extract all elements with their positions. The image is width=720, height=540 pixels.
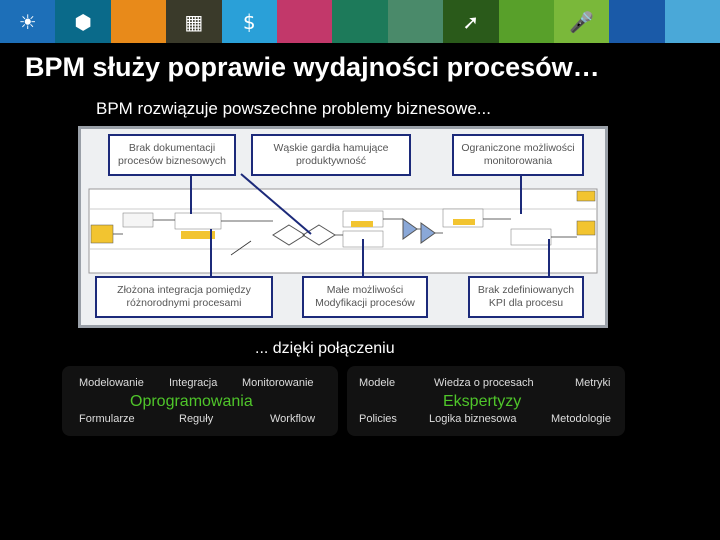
- arrow-icon: ➚: [443, 0, 499, 43]
- combination-heading: ... dzięki połączeniu: [255, 340, 395, 357]
- water-ripple-icon: [664, 0, 720, 43]
- film-icon: ▦: [166, 0, 222, 43]
- callout-male-mozliwosci: Małe możliwości Modyfikacji procesów: [302, 276, 428, 318]
- software-item-integracja: Integracja: [169, 377, 218, 389]
- microphone-icon: 🎤: [553, 0, 610, 43]
- blue-tile-icon: [609, 0, 665, 43]
- expertise-panel: Modele Wiedza o procesach Metryki Eksper…: [347, 366, 625, 436]
- software-item-formularze: Formularze: [79, 413, 135, 425]
- software-heading: Oprogramowania: [130, 393, 253, 410]
- expertise-item-metodologie: Metodologie: [551, 413, 611, 425]
- hexagon-icon: ⬢: [55, 0, 111, 43]
- expertise-item-wiedza: Wiedza o procesach: [434, 377, 534, 389]
- bpm-flowchart: [88, 173, 598, 277]
- leaf-icon: [498, 0, 554, 43]
- callout-brak-dokumentacji: Brak dokumentacji procesów biznesowych: [108, 134, 236, 176]
- slide-title: BPM służy poprawie wydajności procesów…: [25, 52, 600, 82]
- pink-tile-icon: [276, 0, 333, 43]
- software-item-monitorowanie: Monitorowanie: [242, 377, 314, 389]
- water-drop-icon: [387, 0, 444, 43]
- callout-zlozona-integracja: Złożona integracja pomiędzy różnorodnymi…: [95, 276, 273, 318]
- expertise-item-policies: Policies: [359, 413, 397, 425]
- circuit-icon: [332, 0, 388, 43]
- callout-ograniczone-monitorowanie: Ograniczone możliwości monitorowania: [452, 134, 584, 176]
- callout-brak-kpi: Brak zdefiniowanych KPI dla procesu: [468, 276, 584, 318]
- header-banner: ☀⬢ ▦$ ➚ 🎤: [0, 0, 720, 43]
- software-item-modelowanie: Modelowanie: [79, 377, 144, 389]
- process-diagram: Brak dokumentacji procesów biznesowych W…: [78, 126, 608, 328]
- dollar-icon: $: [221, 0, 277, 43]
- slide-subtitle: BPM rozwiązuje powszechne problemy bizne…: [96, 99, 491, 118]
- callout-waskie-gardla: Wąskie gardła hamujące produktywność: [251, 134, 411, 176]
- expertise-heading: Ekspertyzy: [443, 393, 522, 410]
- software-item-reguly: Reguły: [179, 413, 214, 425]
- expertise-item-metryki: Metryki: [575, 377, 611, 389]
- expertise-item-logika: Logika biznesowa: [429, 413, 517, 425]
- ibm-logo-icon: ☀: [0, 0, 56, 43]
- software-panel: Modelowanie Integracja Monitorowanie Opr…: [62, 366, 338, 436]
- orange-tile-icon: [110, 0, 167, 43]
- expertise-item-modele: Modele: [359, 377, 396, 389]
- software-item-workflow: Workflow: [270, 413, 316, 425]
